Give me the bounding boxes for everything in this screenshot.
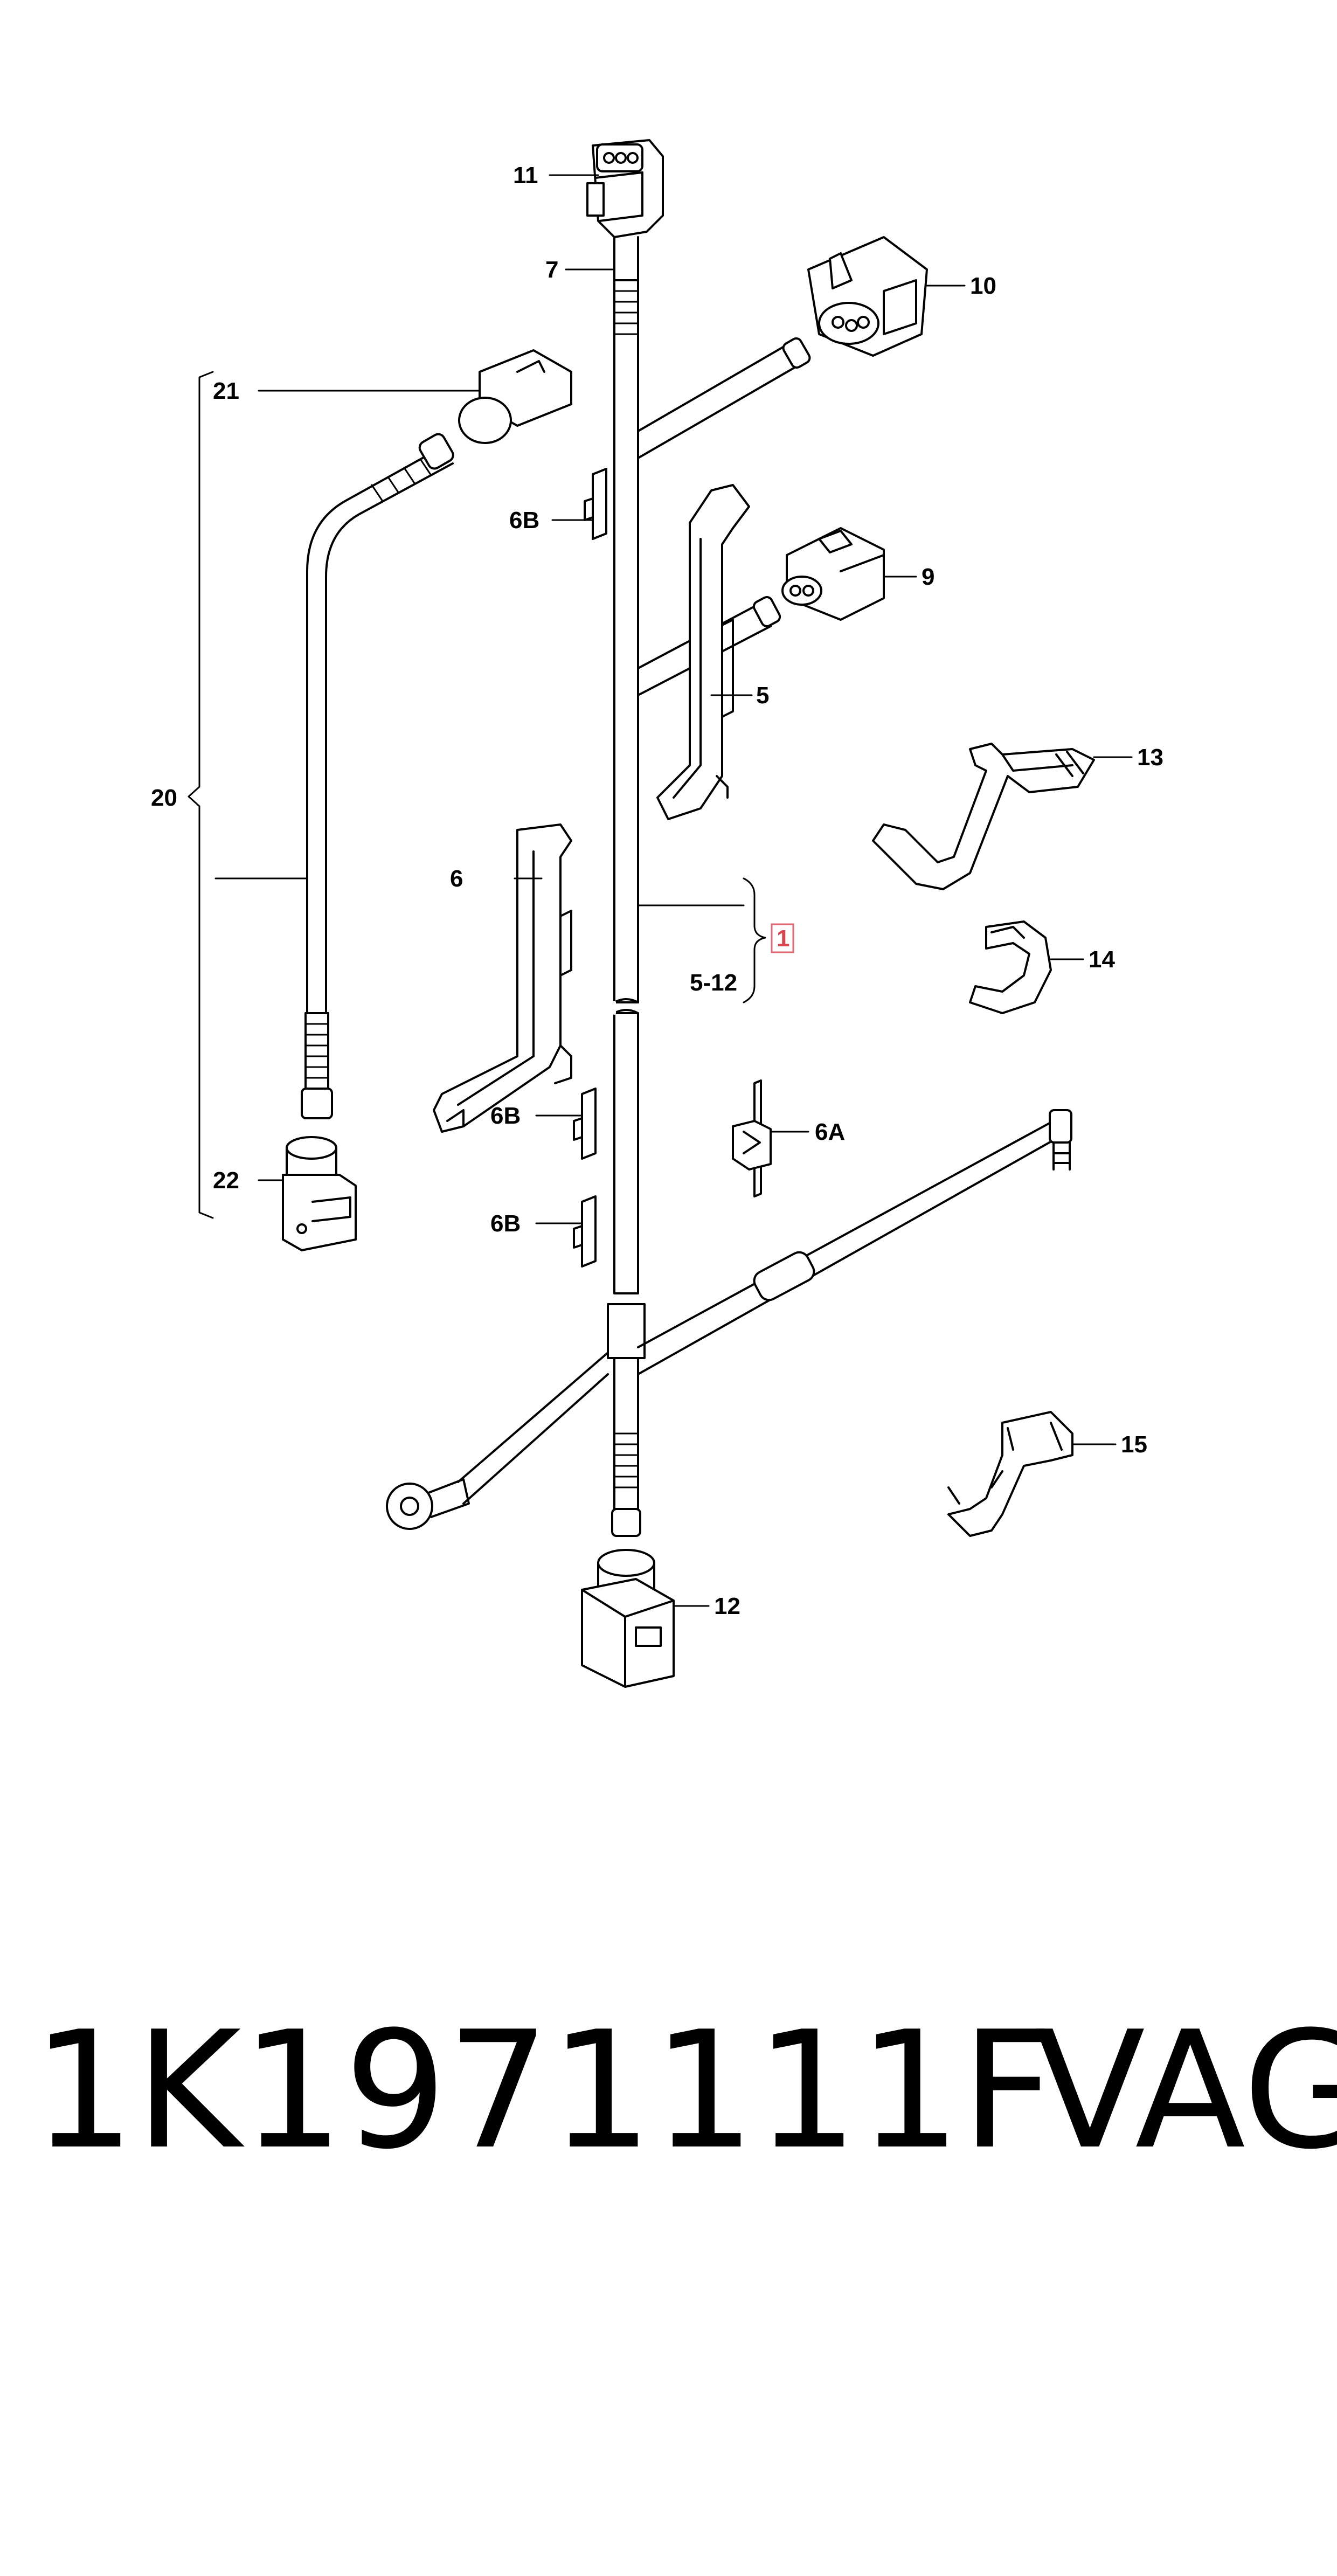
branch-cable-middle bbox=[637, 596, 781, 696]
label-12: 12 bbox=[714, 1593, 740, 1619]
branch-cable-upper bbox=[637, 337, 811, 459]
bracket-13 bbox=[872, 743, 1095, 890]
bracket-15 bbox=[947, 1411, 1073, 1537]
parts-diagram: 11 7 10 21 6B 9 5 13 20 6 1 14 5-12 6B 6… bbox=[151, 139, 1163, 1688]
label-6b-1: 6B bbox=[509, 507, 539, 534]
bracket-6 bbox=[433, 823, 572, 1133]
connector-21 bbox=[458, 349, 572, 444]
brace-20 bbox=[188, 371, 214, 1219]
main-harness-cable bbox=[607, 236, 646, 1537]
clip-6a bbox=[732, 1079, 772, 1197]
brace-1 bbox=[743, 877, 766, 1003]
connector-9 bbox=[781, 527, 885, 621]
label-20: 20 bbox=[151, 785, 177, 811]
label-21: 21 bbox=[213, 378, 239, 404]
label-6: 6 bbox=[450, 865, 463, 892]
leader-lines bbox=[214, 174, 1133, 1607]
label-1: 1 bbox=[777, 925, 789, 952]
label-9: 9 bbox=[922, 564, 934, 590]
highlight-box-1 bbox=[771, 923, 794, 953]
clip-14 bbox=[969, 920, 1052, 1014]
part-number: 1K1971111F bbox=[32, 1997, 1055, 2185]
connector-10 bbox=[807, 236, 928, 357]
label-10: 10 bbox=[970, 273, 996, 299]
bracket-5 bbox=[656, 484, 750, 820]
label-6a: 6A bbox=[815, 1119, 845, 1145]
footer: 1K1971111F VAG bbox=[32, 1994, 1337, 2188]
label-15: 15 bbox=[1121, 1431, 1147, 1458]
connector-11 bbox=[586, 139, 664, 238]
clip-6b-2 bbox=[573, 1088, 597, 1160]
label-22: 22 bbox=[213, 1167, 239, 1194]
label-13: 13 bbox=[1137, 744, 1163, 771]
connector-12 bbox=[581, 1549, 675, 1688]
connector-22 bbox=[282, 1136, 357, 1251]
label-6b-2: 6B bbox=[490, 1103, 521, 1129]
label-14: 14 bbox=[1089, 946, 1115, 973]
cable-20 bbox=[301, 433, 454, 1119]
ground-cable bbox=[386, 1109, 1072, 1530]
label-5-12: 5-12 bbox=[690, 970, 737, 996]
label-11: 11 bbox=[513, 162, 538, 189]
diagram-svg: 11 7 10 21 6B 9 5 13 20 6 1 14 5-12 6B 6… bbox=[151, 139, 1163, 1688]
clip-6b-1 bbox=[584, 468, 607, 540]
clip-6b-3 bbox=[573, 1195, 597, 1268]
label-6b-3: 6B bbox=[490, 1210, 521, 1237]
brand-name: VAG bbox=[1035, 1997, 1337, 2185]
label-5: 5 bbox=[756, 682, 769, 709]
label-7: 7 bbox=[545, 257, 558, 283]
